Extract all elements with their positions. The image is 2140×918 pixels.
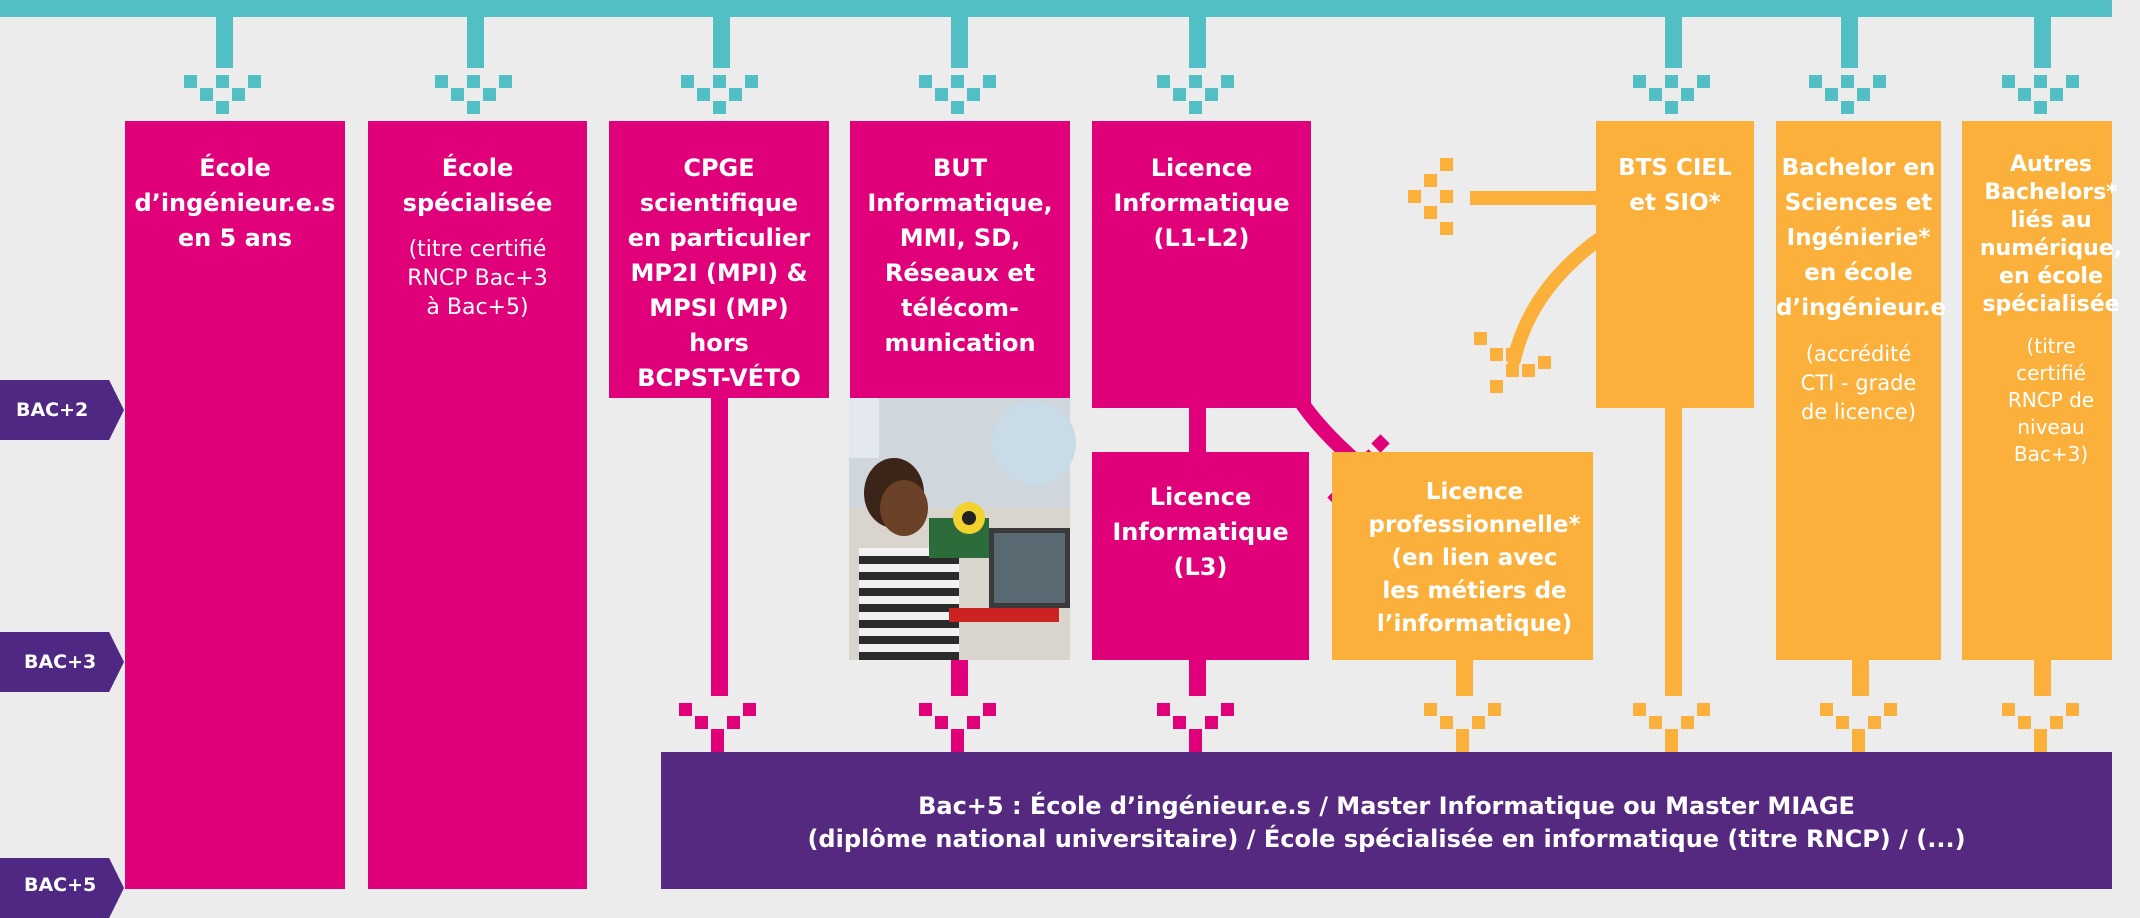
connector-stem (1189, 660, 1206, 696)
curved-connector (1286, 382, 1360, 466)
connector-arm (1470, 191, 1596, 205)
box-licence-l1-l2: Licence Informatique (L1-L2) (1092, 121, 1311, 408)
box-title: Licence professionnelle* (en lien avec l… (1368, 479, 1581, 637)
connector-stem (1852, 660, 1869, 696)
box-subtitle: (titre certifié RNCP Bac+3 à Bac+5) (407, 237, 548, 320)
banner-line-2: (diplôme national universitaire) / École… (807, 825, 1966, 853)
box-title: Bachelor en Sciences et Ingénierie* en é… (1776, 155, 1947, 321)
student-robot-photo (849, 398, 1076, 660)
box-title: Licence Informatique (L3) (1112, 483, 1289, 581)
box-cpge: CPGE scientifique en particulier MP2I (M… (609, 121, 829, 398)
connector-stem (1189, 408, 1206, 452)
connector-stem (1189, 0, 1206, 68)
box-title: École d’ingénieur.e.s en 5 ans (134, 154, 336, 252)
box-title: Licence Informatique (L1-L2) (1113, 154, 1290, 252)
box-title: Autres Bachelors* liés au numérique, en … (1979, 152, 2123, 317)
box-title: BUT Informatique, MMI, SD, Réseaux et té… (867, 154, 1053, 357)
box-ecole-specialisee: École spécialisée (titre certifié RNCP B… (368, 121, 587, 889)
level-bac5-marker: BAC+5 (0, 858, 124, 918)
box-bts: BTS CIEL et SIO* (1596, 121, 1754, 408)
box-title: École spécialisée (402, 154, 553, 217)
top-connector-bar (0, 0, 2112, 17)
level-bac3-marker: BAC+3 (0, 632, 124, 692)
connector-stem (713, 0, 730, 68)
box-licence-l3: Licence Informatique (L3) (1092, 452, 1309, 660)
box-title: BTS CIEL et SIO* (1618, 155, 1732, 216)
level-bac2-marker: BAC+2 (0, 380, 124, 440)
box-title: CPGE scientifique en particulier MP2I (M… (627, 154, 811, 392)
curved-connector (1507, 233, 1605, 367)
connector-stem (711, 398, 728, 696)
connector-stem (216, 0, 233, 68)
banner-line-1: Bac+5 : École d’ingénieur.e.s / Master I… (918, 792, 1855, 820)
box-subtitle: (accrédité CTI - grade de licence) (1800, 342, 1917, 424)
connector-stem (467, 0, 484, 68)
connector-stem (1841, 0, 1858, 68)
box-subtitle: (titre certifié RNCP de niveau Bac+3) (2007, 334, 2095, 466)
connector-stem (2034, 0, 2051, 68)
box-licence-pro: Licence professionnelle* (en lien avec l… (1332, 452, 1593, 660)
connector-stem (2034, 660, 2051, 696)
connector-stem (951, 0, 968, 68)
box-bachelor-sciences: Bachelor en Sciences et Ingénierie* en é… (1776, 121, 1947, 660)
connector-stem (1665, 0, 1682, 68)
connector-stem (1456, 660, 1473, 696)
box-autres-bachelors: Autres Bachelors* liés au numérique, en … (1962, 121, 2122, 660)
box-but: BUT Informatique, MMI, SD, Réseaux et té… (850, 121, 1070, 398)
box-ecole-ingenieur: École d’ingénieur.e.s en 5 ans (125, 121, 345, 889)
bac5-outcomes-banner: Bac+5 : École d’ingénieur.e.s / Master I… (661, 752, 2112, 889)
connector-stem (1665, 408, 1682, 696)
connector-stem (951, 660, 968, 696)
